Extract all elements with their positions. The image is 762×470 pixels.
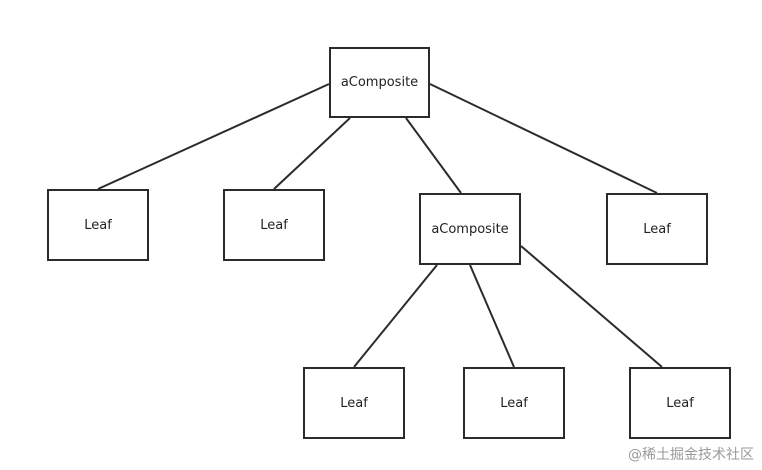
node-leaf-3: Leaf <box>606 193 708 265</box>
node-child-composite: aComposite <box>419 193 521 265</box>
watermark-text: @稀土掘金技术社区 <box>628 447 754 463</box>
node-leaf-1: Leaf <box>47 189 149 261</box>
node-label: aComposite <box>340 75 419 90</box>
node-label: Leaf <box>500 395 528 411</box>
node-label: Leaf <box>260 217 288 233</box>
edge-comp2-leaf5 <box>469 264 515 368</box>
edge-comp2-leaf6 <box>520 245 663 368</box>
node-leaf-6: Leaf <box>629 367 731 439</box>
edge-root-comp2 <box>405 117 462 194</box>
node-leaf-2: Leaf <box>223 189 325 261</box>
node-label: aComposite <box>431 221 509 237</box>
edge-root-leaf1 <box>97 83 330 190</box>
edge-comp2-leaf4 <box>353 264 438 368</box>
node-leaf-4: Leaf <box>303 367 405 439</box>
node-root-composite: aComposite <box>329 47 430 118</box>
node-label: Leaf <box>643 221 671 237</box>
node-leaf-5: Leaf <box>463 367 565 439</box>
node-label: Leaf <box>340 395 368 411</box>
edge-root-leaf2 <box>273 117 351 190</box>
node-label: Leaf <box>666 395 694 411</box>
edge-root-leaf3 <box>429 83 658 194</box>
node-label: Leaf <box>84 217 112 233</box>
